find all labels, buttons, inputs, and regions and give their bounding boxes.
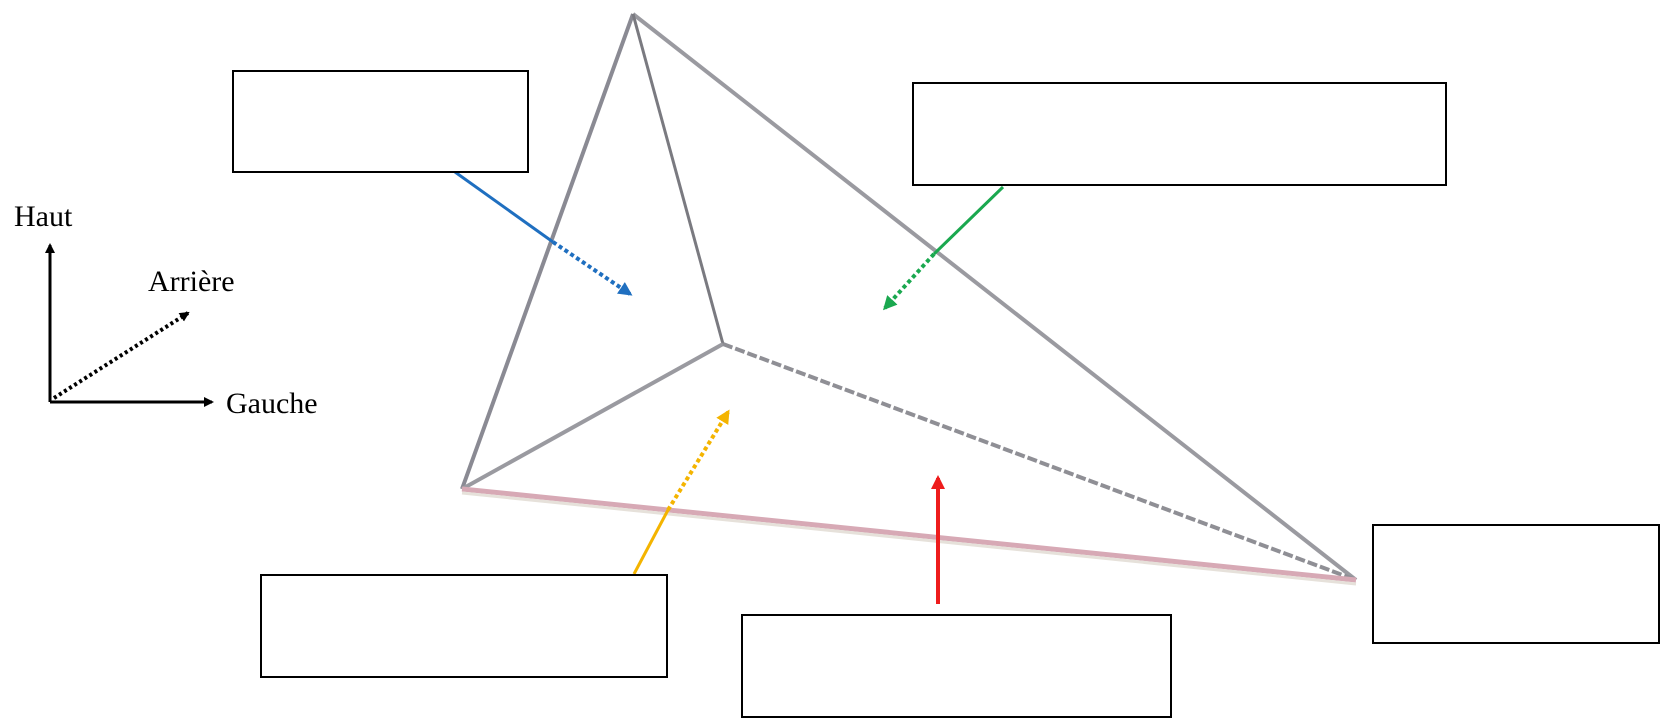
label-box-bottom-left[interactable] [260, 574, 668, 678]
edge-left-right [461, 486, 1357, 583]
orange-arrow [632, 409, 730, 575]
axis-label-left: Gauche [226, 387, 318, 420]
edge-left-right-shadow [461, 491, 1357, 586]
label-box-bottom-center[interactable] [741, 614, 1172, 718]
green-arrow [882, 185, 1005, 311]
axis-label-back: Arrière [148, 265, 235, 298]
axis-label-up: Haut [14, 200, 73, 233]
edge-apex-back [631, 13, 725, 345]
label-box-right[interactable] [1372, 524, 1660, 644]
label-box-top-right[interactable] [912, 82, 1447, 186]
edge-back-right [722, 342, 1357, 582]
edge-left-back [461, 342, 724, 491]
edge-apex-left [460, 13, 635, 490]
tetrahedron-edges [460, 12, 1358, 586]
coordinate-axes [45, 243, 214, 407]
blue-arrow [454, 170, 633, 296]
label-box-top-left[interactable] [232, 70, 529, 173]
edge-apex-right [631, 12, 1358, 582]
axis-back [52, 311, 190, 400]
